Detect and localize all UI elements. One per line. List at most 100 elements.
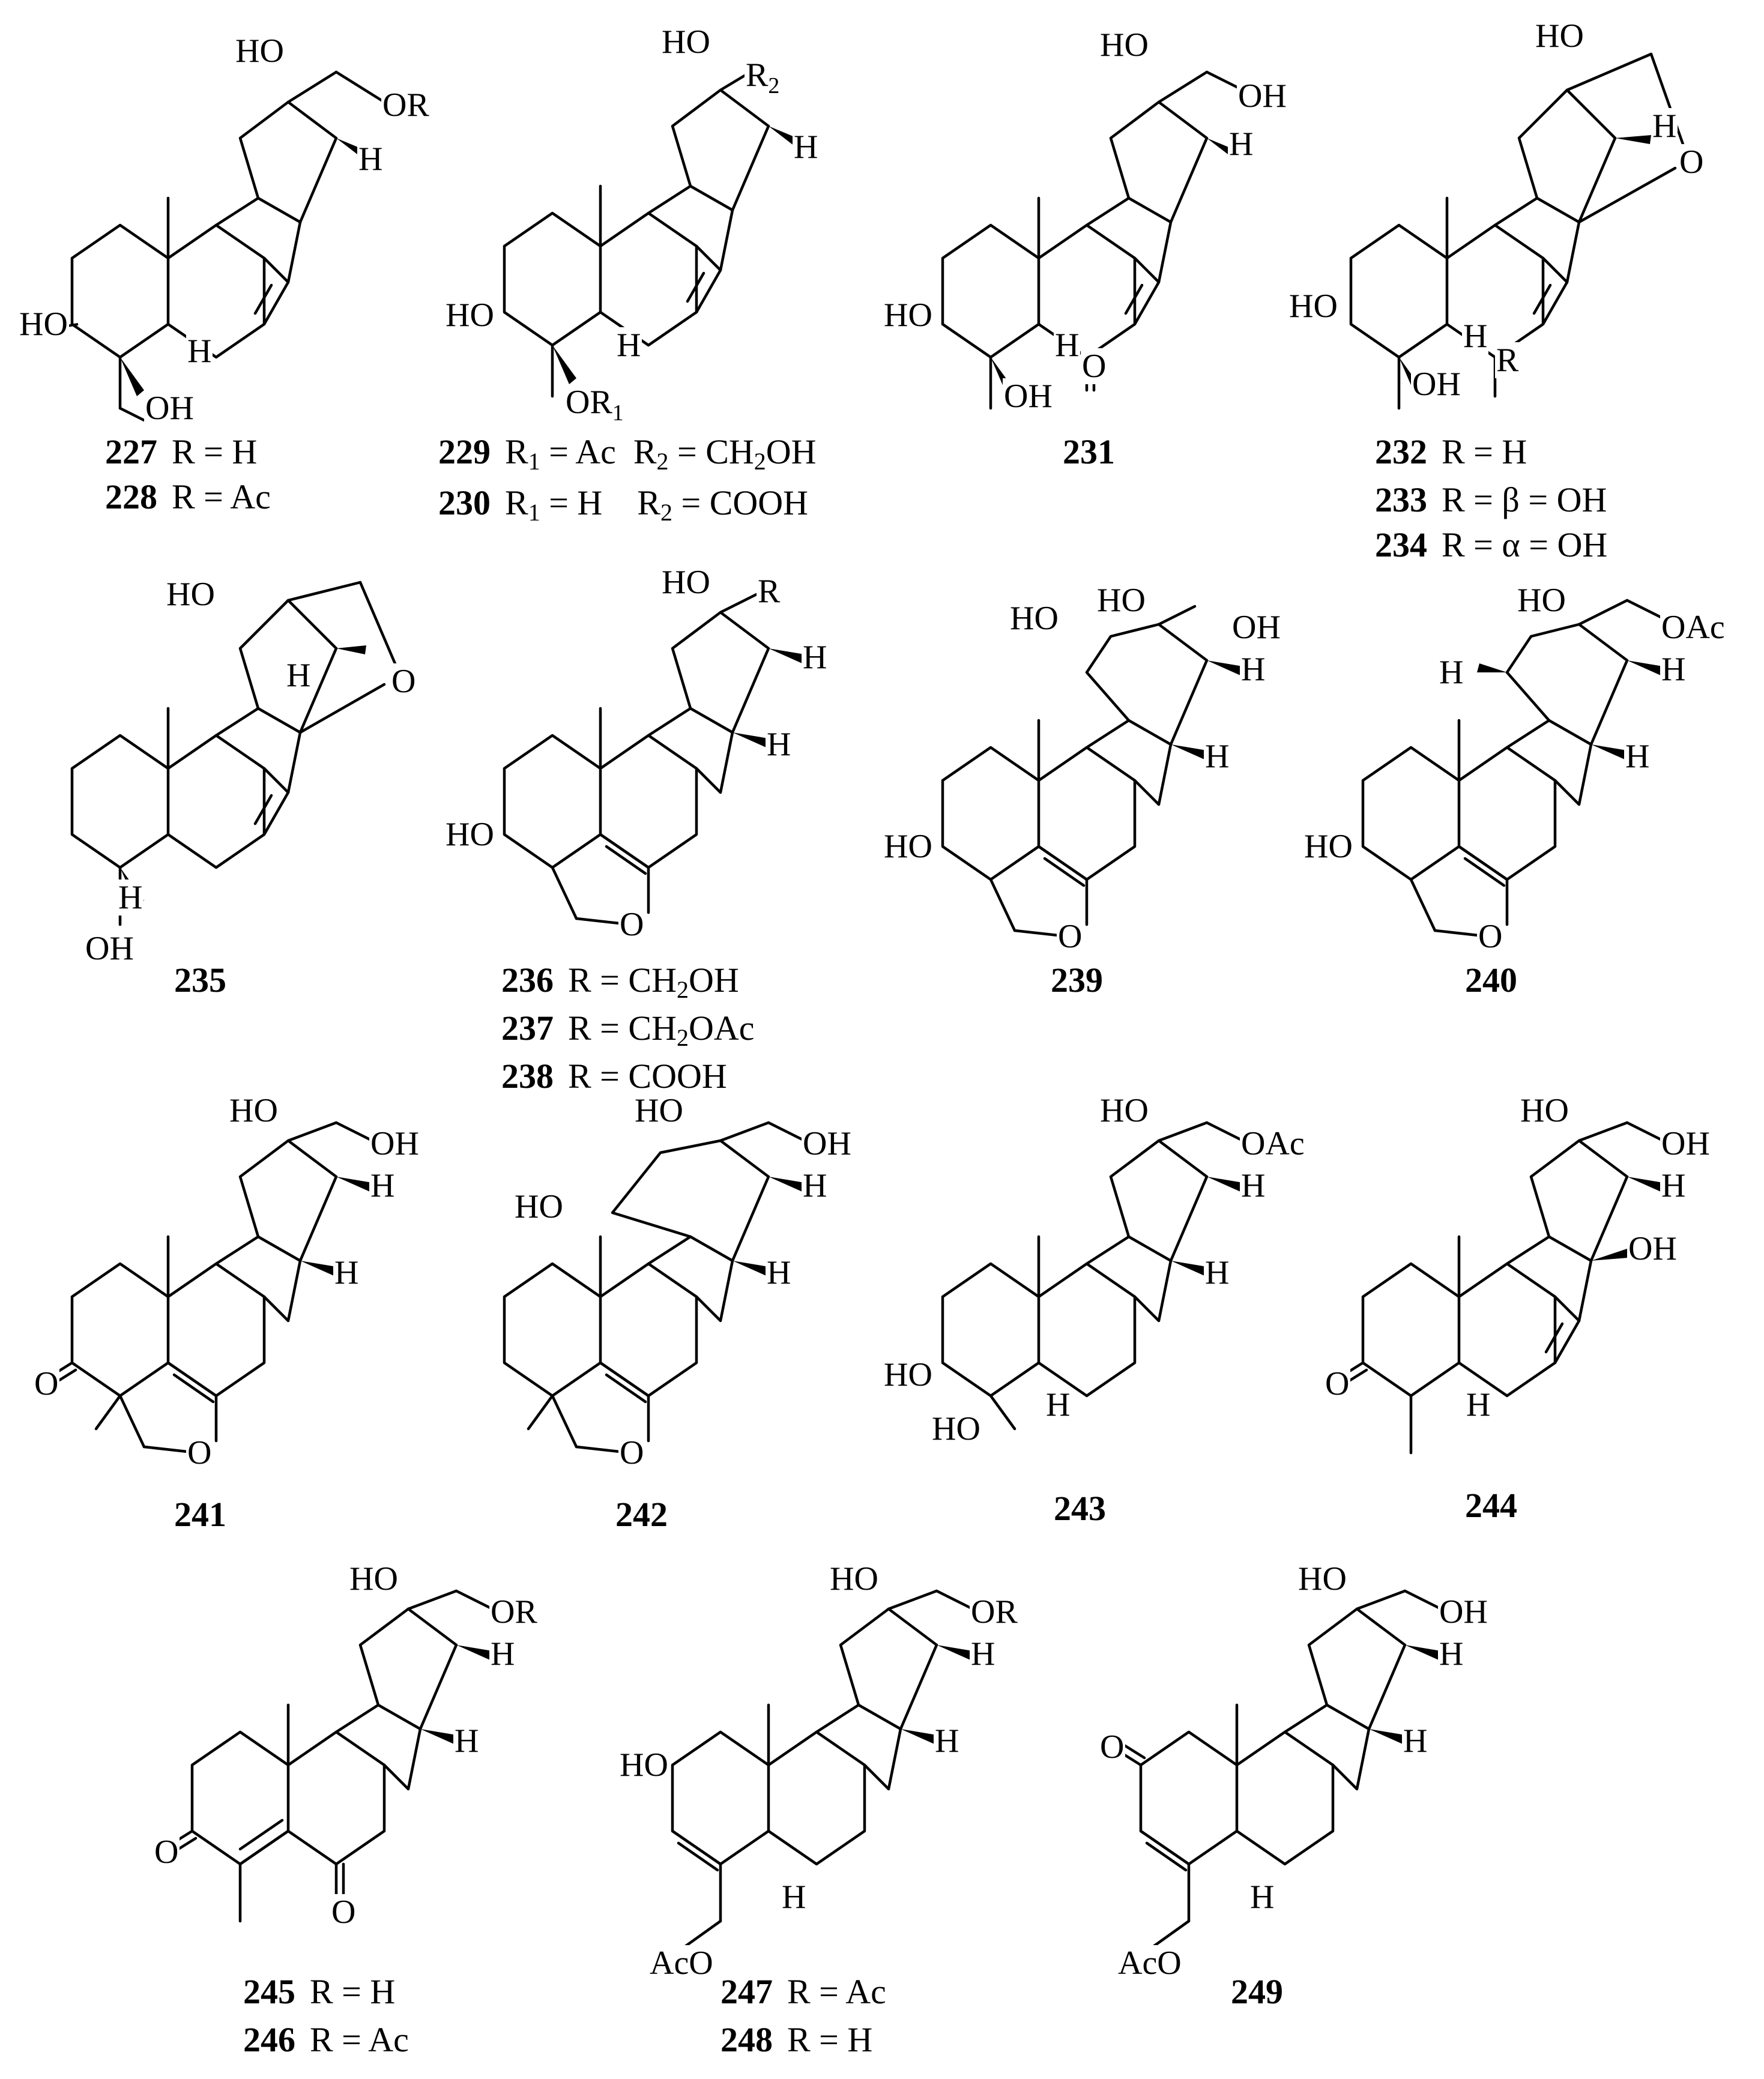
atom-furan-o: O (618, 1434, 645, 1471)
atom-h-right: H (489, 1635, 516, 1673)
atom-ho-left: HO (1303, 828, 1354, 865)
atom-ho-left-2: HO (931, 1410, 982, 1447)
structure-249: HO OH H H O H AcO 249 (1069, 1561, 1525, 2077)
atom-h-right-2: H (1204, 738, 1231, 775)
atom-h-right: H (1240, 1167, 1267, 1204)
atom-ho-top: HO (1297, 1560, 1348, 1598)
atom-h-right-2: H (1204, 1254, 1231, 1291)
structure-drawing (1361, 599, 1665, 938)
atom-ho-left: HO (1288, 288, 1339, 325)
structure-drawing (166, 1589, 494, 1923)
atom-ho-left: HO (444, 297, 495, 334)
atom-furan-o: O (1477, 918, 1504, 955)
structure-243: HO OAc H H HO HO H 243 (871, 1092, 1306, 1549)
atom-furan-o: O (186, 1434, 213, 1471)
atom-h-right: H (1660, 1167, 1687, 1204)
atom-h-bottom: H (1465, 1386, 1492, 1423)
atom-oh-side: OH (1438, 1593, 1489, 1631)
caption-241: 241 (174, 1495, 226, 1534)
atom-or-side: OR (970, 1593, 1019, 1631)
structure-drawing (941, 605, 1243, 938)
atom-h-right-2: H (1624, 738, 1651, 775)
atom-or1-bottom: OR1 (564, 384, 625, 432)
atom-oh-side: OH (1660, 1125, 1711, 1162)
atom-ketone-o: O (1099, 1728, 1126, 1766)
caption-249: 249 (1231, 1972, 1283, 2011)
atom-h-right-2: H (934, 1722, 961, 1760)
atom-r2-side: R2 (745, 57, 781, 104)
atom-ho-top: HO (660, 564, 711, 601)
structure-244: HO OH H OH O H 244 (1291, 1093, 1759, 1549)
atom-ho-left: HO (883, 297, 934, 334)
atom-ho-left: HO (444, 816, 495, 853)
atom-ho-top: HO (228, 1092, 279, 1129)
atom-h-right: H (1228, 125, 1255, 163)
structure-drawing (1115, 1589, 1443, 1953)
atom-ho-top: HO (1099, 26, 1150, 64)
atom-oh-side: OH (1231, 609, 1282, 646)
caption-242: 242 (615, 1495, 668, 1534)
atom-or-side: OR (489, 1593, 539, 1631)
caption-239: 239 (1051, 961, 1103, 1000)
structure-231: HO OH H HO H O OH 231 (871, 0, 1291, 528)
atom-r-side: R (757, 573, 782, 610)
atom-h-bottom: H (1462, 318, 1489, 355)
atom-h-right-2: H (1402, 1722, 1429, 1760)
atom-h-right: H (1651, 107, 1678, 145)
atom-ho-top: HO (633, 1092, 684, 1129)
atom-ketone-o-2: O (330, 1893, 357, 1931)
atom-ho-top: HO (1099, 1092, 1150, 1129)
atom-ho-top: HO (165, 576, 216, 613)
atom-h-right: H (970, 1635, 997, 1673)
atom-furan-o: O (1057, 918, 1084, 955)
atom-oac-side: OAc (1240, 1125, 1306, 1162)
atom-h-right: H (793, 128, 820, 166)
atom-h-bottom: H (117, 879, 144, 916)
structure-242: HO HO OH H H O 242 (432, 1093, 877, 1549)
atom-h-right: H (1240, 651, 1267, 688)
atom-ho-top: HO (234, 32, 285, 70)
atom-h-bottom: H (1249, 1878, 1276, 1916)
atom-oac-bottom: AcO (1117, 1945, 1183, 1982)
structure-drawing (941, 1121, 1245, 1431)
atom-oh-bottom: OH (144, 390, 195, 427)
atom-ho-top-2: HO (1096, 582, 1147, 619)
atom-ho-top: HO (1516, 582, 1567, 619)
structure-235: HO O H H OH 235 (0, 564, 432, 1033)
atom-oac-side: OAc (1660, 609, 1726, 646)
atom-ho-left: HO (618, 1746, 669, 1784)
atom-ketone-o: O (1324, 1365, 1351, 1402)
atom-ho-top: HO (660, 23, 711, 61)
structure-239: HO HO OH H H HO O 239 (871, 564, 1303, 1033)
atom-furan-o: O (618, 906, 645, 943)
structure-drawing (503, 593, 805, 926)
atom-oh-bottom: OH (1411, 366, 1462, 403)
atom-oh-side: OH (802, 1125, 853, 1162)
caption-244: 244 (1465, 1486, 1517, 1525)
atom-ho-top: HO (348, 1560, 399, 1598)
atom-or-side: OR (381, 86, 430, 124)
atom-h-right: H (357, 140, 384, 178)
atom-h-right: H (1438, 1635, 1465, 1673)
atom-ho-top-1: HO (1009, 600, 1060, 637)
atom-h-right: H (369, 1167, 396, 1204)
atom-h-bottom: H (186, 333, 213, 370)
atom-oh-side: OH (369, 1125, 420, 1162)
atom-ho-left: HO (18, 306, 69, 343)
atom-h-bottom: H (615, 327, 642, 364)
atom-h-bottom: H (1054, 327, 1081, 364)
caption-240: 240 (1465, 961, 1517, 1000)
atom-oh-side: OH (1237, 77, 1288, 115)
atom-h-right: H (802, 639, 829, 676)
caption-231: 231 (1063, 432, 1115, 471)
